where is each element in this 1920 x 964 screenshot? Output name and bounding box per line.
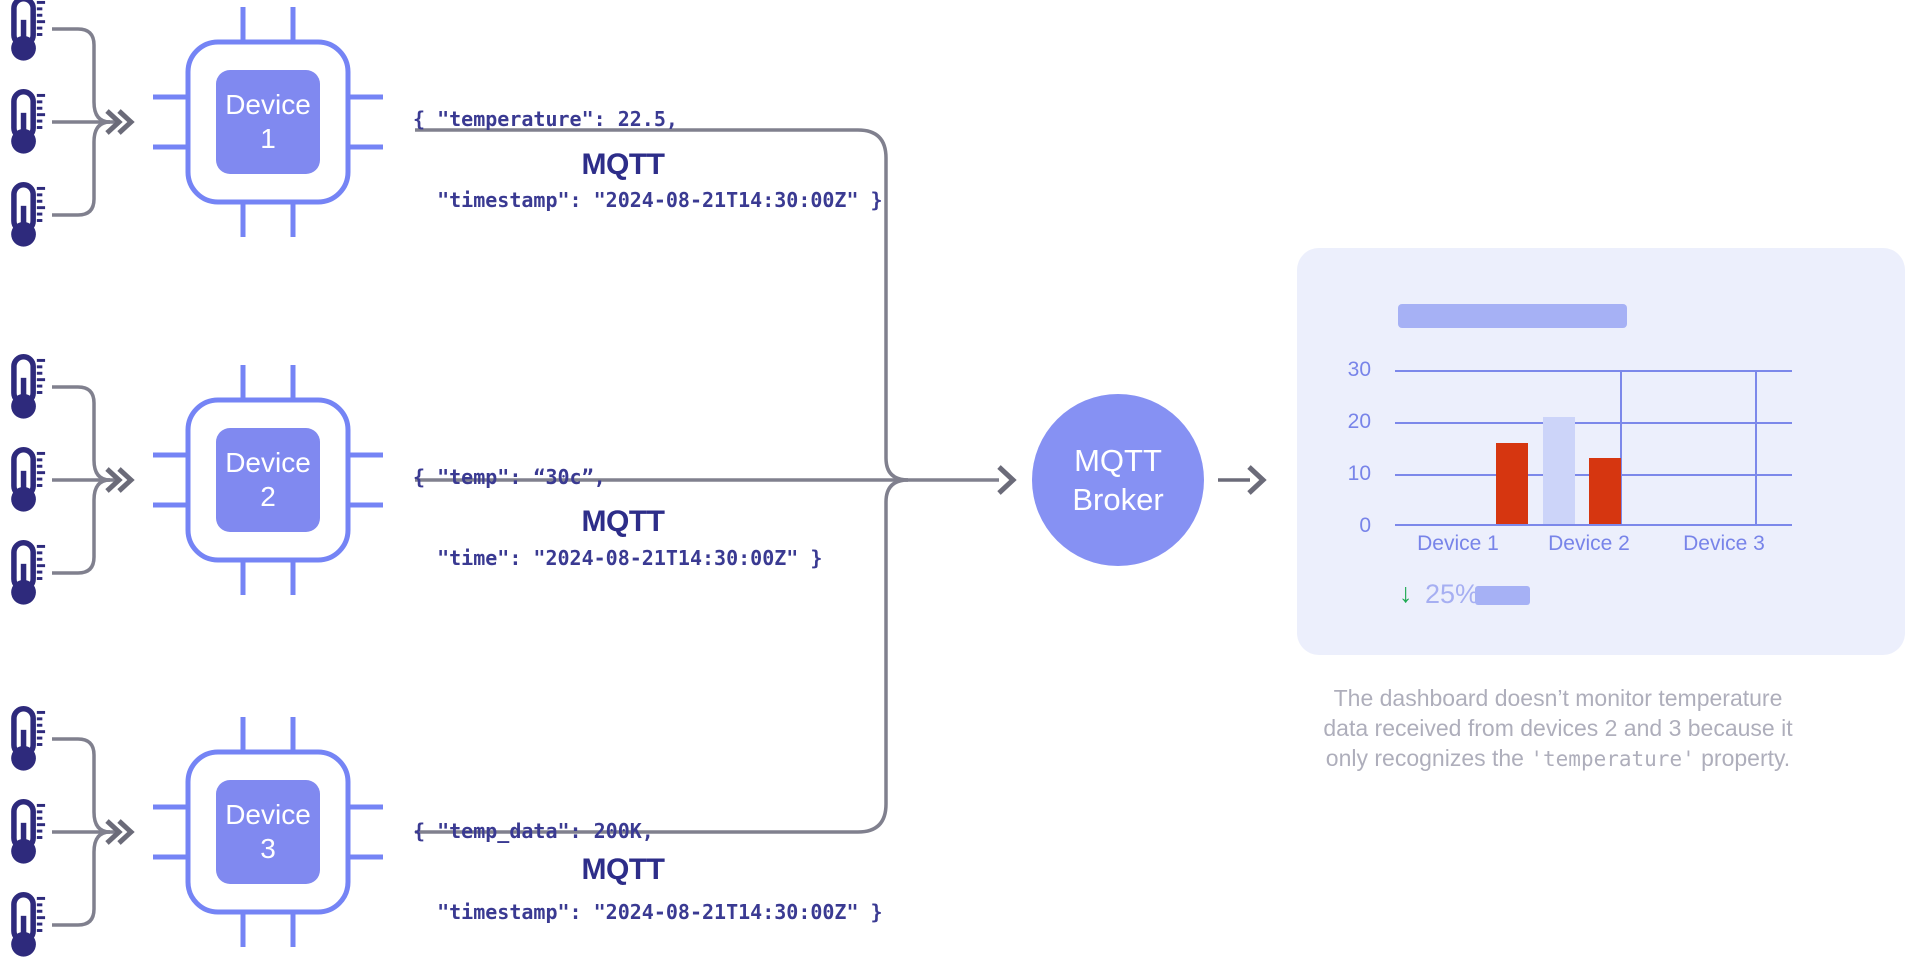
sensor-group-1 (11, 0, 135, 247)
chip-icon (153, 7, 383, 237)
broker-arrow-icon (997, 465, 1017, 495)
gridline-vertical (1755, 370, 1757, 526)
thermometer-icon (11, 0, 45, 61)
bar-chart-plot (1395, 370, 1792, 526)
mqtt-broker-label: MQTT Broker (1072, 443, 1164, 517)
protocol-label-mqtt-3: MQTT (581, 853, 665, 886)
device-3-payload: { "temp_data": 200K, "timestamp": "2024-… (413, 764, 883, 964)
thermometer-icon (11, 543, 45, 605)
protocol-label-mqtt-1: MQTT (581, 148, 665, 181)
device-to-broker-lines (415, 128, 999, 834)
y-tick-label: 0 (1359, 514, 1371, 537)
caption-line: data received from devices 2 and 3 becau… (1323, 715, 1793, 741)
sensor-group-3 (11, 709, 135, 957)
device-3-chip: Device 3 (153, 717, 383, 947)
caption-line: The dashboard doesn’t monitor temperatur… (1333, 685, 1783, 711)
payload-line: { "temperature": 22.5, (413, 107, 678, 131)
x-category-label: Device 1 (1417, 532, 1499, 555)
device-2-payload: { "temp": “30c”, "time": "2024-08-21T14:… (413, 410, 822, 626)
dashboard-card: 30 20 10 0 Device 1 Device 2 Device 3 ↓ … (1297, 248, 1905, 655)
x-category-label: Device 2 (1548, 532, 1630, 555)
broker-to-dashboard-arrow (1218, 465, 1267, 495)
payload-line: "timestamp": "2024-08-21T14:30:00Z" } (413, 900, 883, 924)
bar-device1-reading-b (1543, 417, 1575, 526)
thermometer-icon (11, 895, 45, 957)
merge-arrow-icon (105, 467, 135, 493)
merge-arrow-icon (105, 109, 135, 135)
thermometer-icon (11, 802, 45, 864)
baseline (1395, 524, 1792, 526)
trend-label-placeholder (1475, 586, 1530, 605)
gridline-vertical (1620, 370, 1622, 526)
device-2-chip: Device 2 (153, 365, 383, 595)
sensor-group-2 (11, 357, 135, 605)
chart-title-placeholder (1398, 304, 1627, 328)
device-1-label: Device 1 (225, 89, 311, 154)
bar-device1-reading-a (1496, 443, 1528, 526)
thermometer-icon (11, 709, 45, 771)
chip-icon (153, 365, 383, 595)
y-tick-label: 20 (1347, 410, 1371, 433)
gridline (1395, 422, 1792, 424)
y-tick-label: 10 (1347, 462, 1371, 485)
caption-text: The dashboard doesn’t monitor temperatur… (1298, 683, 1818, 774)
chip-icon (153, 717, 383, 947)
protocol-label-mqtt-2: MQTT (581, 505, 665, 538)
thermometer-icon (11, 92, 45, 154)
gridline (1395, 370, 1792, 372)
mqtt-broker-node: MQTT Broker (1032, 394, 1204, 566)
caption-mono-property: 'temperature' (1530, 747, 1695, 771)
device-1-payload: { "temperature": 22.5, "timestamp": "202… (413, 52, 883, 268)
x-category-label: Device 3 (1683, 532, 1765, 555)
thermometer-icon (11, 357, 45, 419)
device-2-label: Device 2 (225, 447, 311, 512)
thermometer-icon (11, 185, 45, 247)
device-1-chip: Device 1 (153, 7, 383, 237)
caption-line: only recognizes the 'temperature' proper… (1325, 745, 1791, 771)
trend-down-arrow-icon: ↓ (1399, 578, 1413, 608)
device-3-label: Device 3 (225, 799, 311, 864)
bar-device1-reading-c (1589, 458, 1621, 526)
y-tick-label: 30 (1347, 358, 1371, 381)
merge-arrow-icon (105, 819, 135, 845)
payload-line: { "temp_data": 200K, (413, 819, 654, 843)
thermometer-icon (11, 450, 45, 512)
trend-value: 25% (1425, 579, 1480, 609)
payload-line: "timestamp": "2024-08-21T14:30:00Z" } (413, 188, 883, 212)
payload-line: { "temp": “30c”, (413, 465, 606, 489)
payload-line: "time": "2024-08-21T14:30:00Z" } (413, 546, 823, 570)
